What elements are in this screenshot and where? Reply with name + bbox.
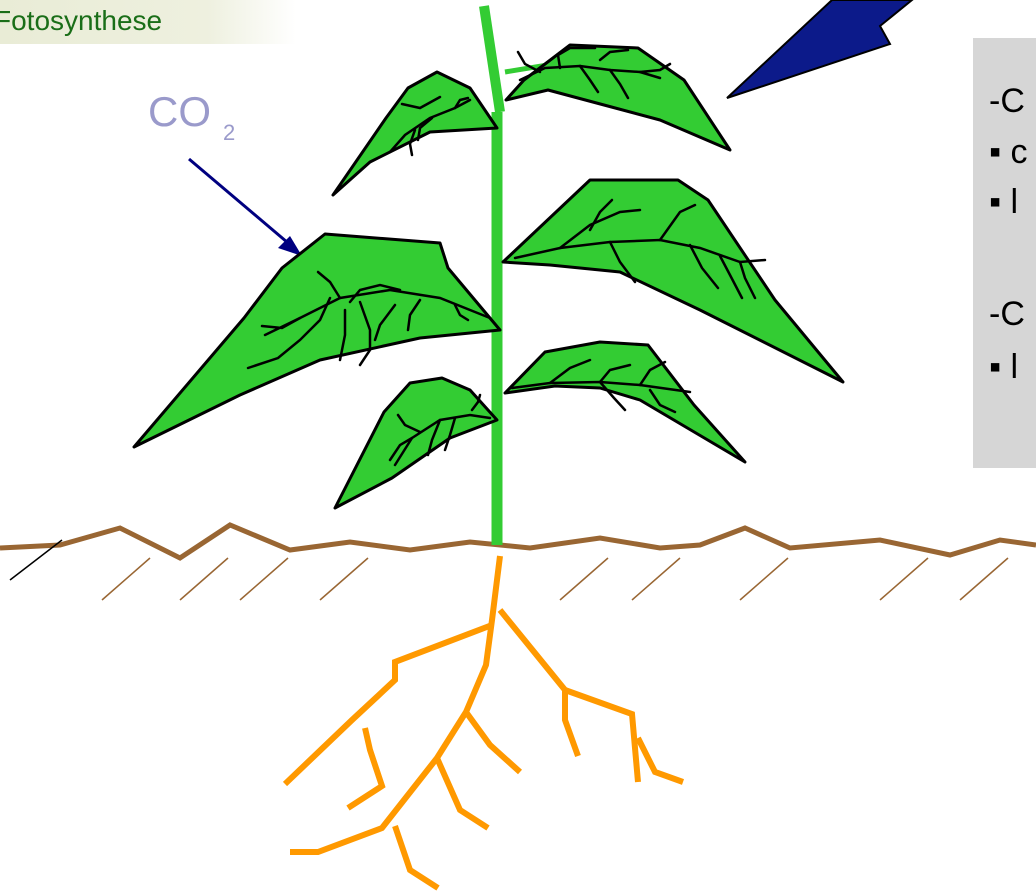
lightning-icon — [727, 0, 912, 98]
soil-surface — [0, 525, 1036, 558]
roots — [285, 556, 683, 888]
co2-arrow — [189, 159, 302, 256]
soil-hatching — [102, 558, 1008, 600]
leaf-lower-right — [505, 342, 745, 462]
leaf-lower-left — [335, 378, 497, 508]
leaves — [134, 45, 843, 508]
leaf-upper-right — [506, 45, 730, 150]
